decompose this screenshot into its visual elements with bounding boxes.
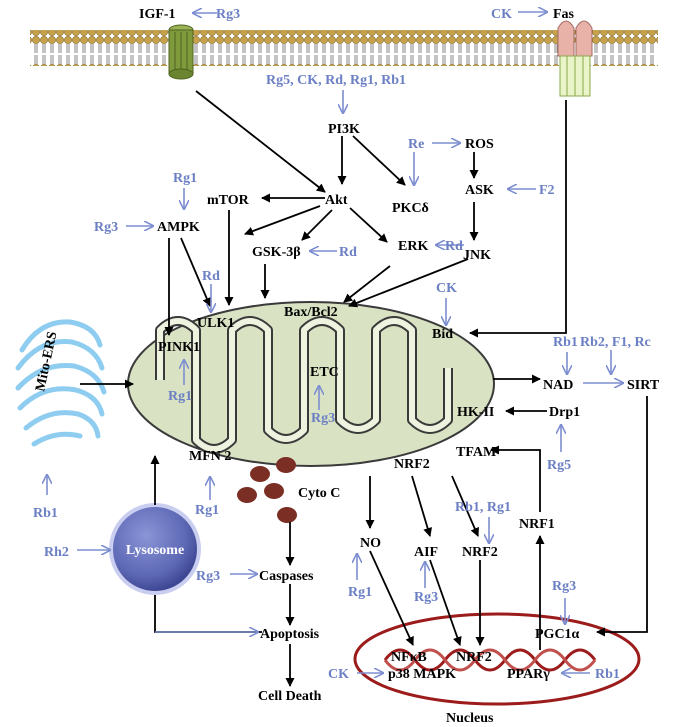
ginsenoside-drp1: Rg5: [547, 458, 571, 473]
ginsenoside-ampk-top: Rg1: [173, 171, 197, 186]
lysosome-label: Lysosome: [126, 543, 184, 558]
aif-label: AIF: [414, 545, 438, 560]
ginsenoside-erk: Rd: [445, 239, 463, 254]
drp1-label: Drp1: [549, 405, 580, 420]
nrf1-label: NRF1: [519, 517, 555, 532]
cytoc-label: Cyto C: [298, 486, 340, 501]
tfam-label: TFAM: [456, 445, 496, 460]
nrf2-mito-label: NRF2: [394, 457, 430, 472]
pgc1a-label: PGC1α: [535, 627, 580, 642]
mfn2-label: MFN 2: [189, 449, 231, 464]
ulk1-label: ULK1: [197, 316, 234, 331]
dna-helix-icon: [383, 648, 597, 672]
signaling-arrows: [80, 90, 648, 687]
ginsenoside-igf1: Rg3: [216, 7, 240, 22]
mitochondrion-icon: [127, 301, 495, 467]
ginsenoside-pi3k: Rg5, CK, Rd, Rg1, Rb1: [266, 73, 406, 88]
ginsenoside-pgc1a: Rg3: [552, 579, 576, 594]
channel-receptor-icon: [168, 24, 194, 80]
no-label: NO: [360, 536, 381, 551]
mito-ers-label: Mito-ERS: [33, 330, 60, 393]
pi3k-label: PI3K: [328, 122, 360, 137]
ginsenoside-no: Rg1: [348, 585, 372, 600]
ginsenoside-ros: Re: [408, 137, 424, 152]
ginsenoside-sirt: Rb2, F1, Rc: [580, 335, 651, 350]
fas-label: Fas: [553, 7, 575, 22]
baxbcl2-label: Bax/Bcl2: [284, 305, 338, 320]
apoptosis-label: Apoptosis: [260, 627, 320, 642]
cyto-c-icon: [237, 457, 297, 523]
pkcd-label: PKCδ: [392, 201, 429, 216]
ginsenoside-pparg: Rb1: [595, 667, 620, 682]
nucleus-label: Nucleus: [446, 711, 494, 726]
ginsenoside-mfn2: Rg1: [195, 503, 219, 518]
ginsenoside-arrows: [47, 12, 623, 673]
lipid-bilayer-icon: [30, 30, 658, 66]
akt-label: Akt: [325, 193, 348, 208]
jnk-label: JNK: [463, 248, 491, 263]
fas-receptor-icon: [557, 20, 593, 97]
ginsenoside-caspases: Rg3: [196, 569, 220, 584]
bid-label: Bid: [432, 327, 453, 342]
caspases-label: Caspases: [259, 569, 314, 584]
ginsenoside-fas: CK: [491, 7, 512, 22]
nucleus-icon: [353, 612, 641, 706]
ginsenoside-nad: Rb1: [553, 335, 578, 350]
ginsenoside-ulk1: Rd: [202, 269, 220, 284]
nad-label: NAD: [543, 378, 573, 393]
ginsenoside-mito-ers: Rb1: [33, 506, 58, 521]
erk-label: ERK: [398, 239, 428, 254]
ginsenoside-etc: Rg3: [311, 411, 335, 426]
sirt-label: SIRT: [627, 378, 660, 393]
ampk-label: AMPK: [157, 220, 200, 235]
ginsenoside-aif: Rg3: [414, 590, 438, 605]
ginsenoside-pink1: Rg1: [168, 389, 192, 404]
ginsenoside-bid: CK: [436, 281, 457, 296]
ginsenoside-gsk3b: Rd: [339, 245, 357, 260]
nrf2-nuc-label: NRF2: [456, 650, 492, 665]
ask-label: ASK: [465, 183, 494, 198]
p38-label: p38 MAPK: [388, 667, 456, 682]
ginsenoside-nrf2-mito: Rb1, Rg1: [455, 500, 511, 515]
nfkb-label: NFκB: [391, 650, 427, 665]
nrf2-label: NRF2: [462, 545, 498, 560]
ginsenoside-lysosome: Rh2: [44, 545, 69, 560]
igf1-label: IGF-1: [139, 7, 176, 22]
ginsenoside-ask: F2: [539, 183, 555, 198]
etc-label: ETC: [310, 365, 339, 380]
ros-label: ROS: [465, 137, 494, 152]
endoplasmic-reticulum-icon: [15, 319, 107, 447]
gsk3b-label: GSK-3β: [252, 245, 301, 260]
mtor-label: mTOR: [207, 193, 250, 208]
celldeath-label: Cell Death: [258, 689, 322, 704]
pparg-label: PPARγ: [507, 667, 550, 682]
ginsenoside-p38: CK: [328, 667, 349, 682]
hk2-label: HK-II: [457, 405, 494, 420]
pink1-label: PINK1: [158, 340, 200, 355]
ginsenoside-ampk-left: Rg3: [94, 220, 118, 235]
